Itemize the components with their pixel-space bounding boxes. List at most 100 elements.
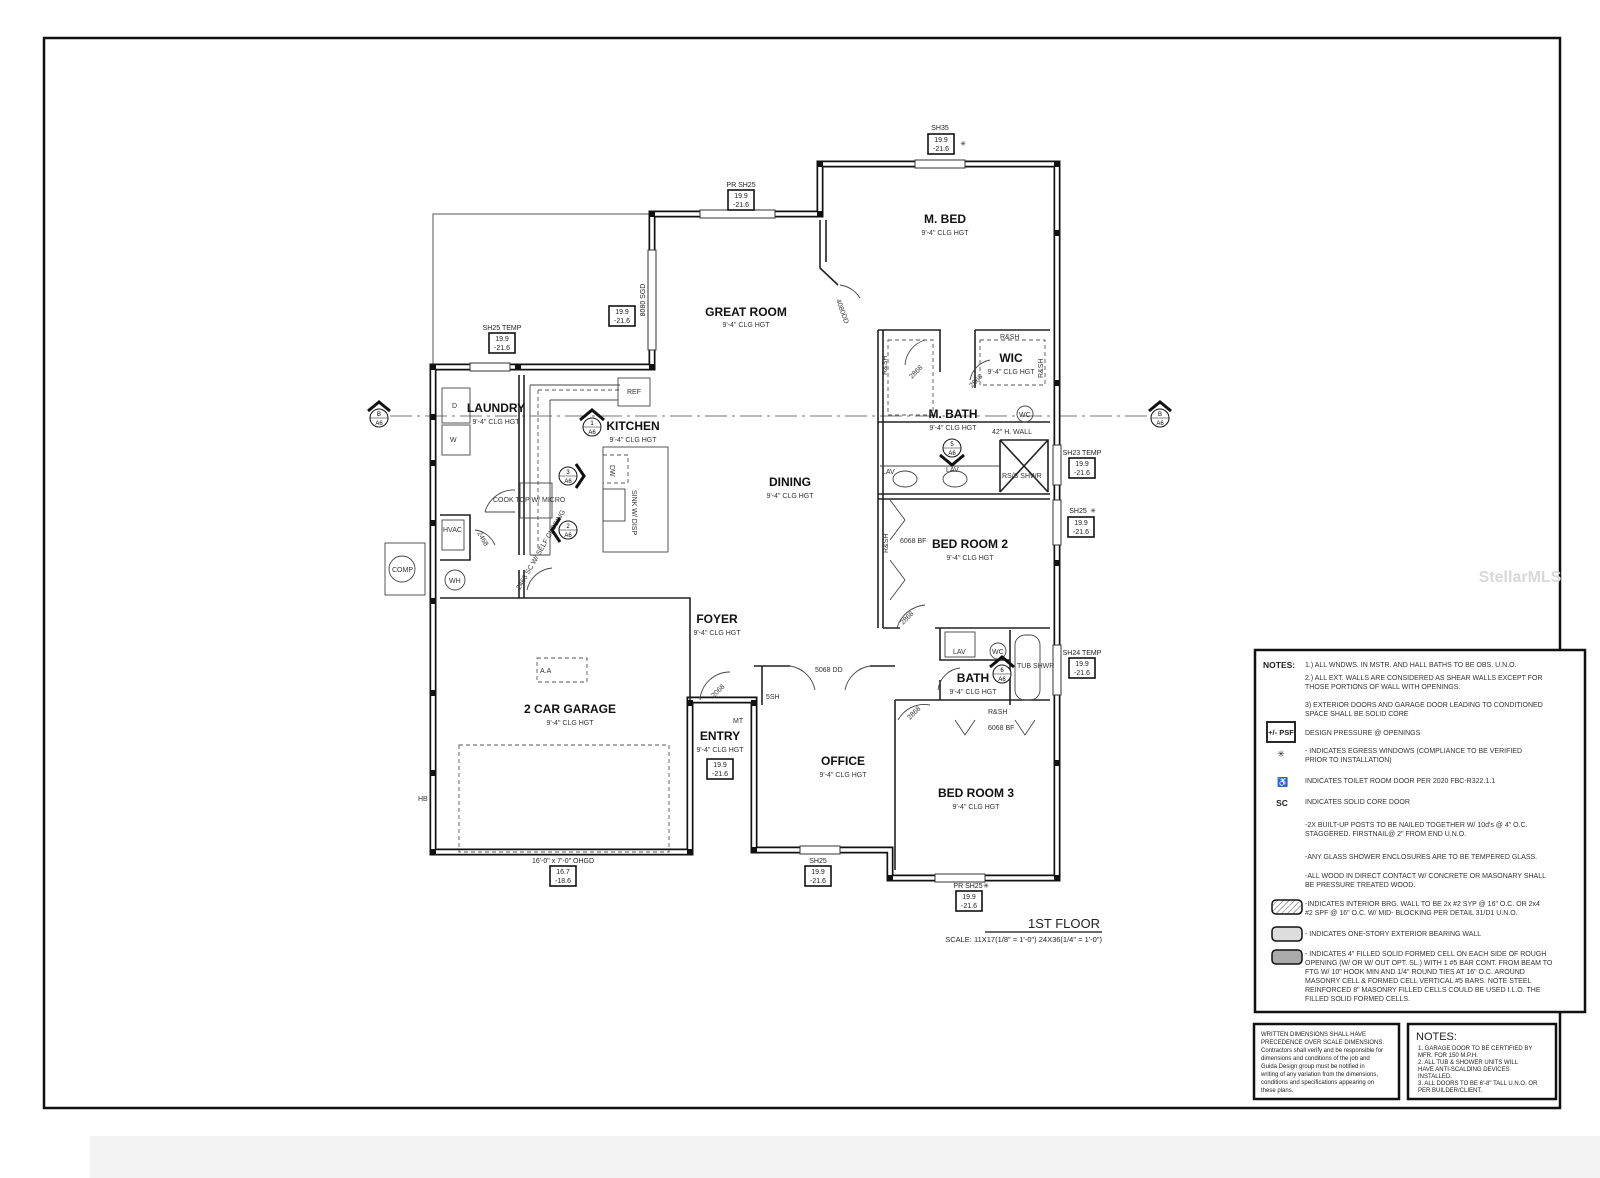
windows-8-pos: 16.7: [556, 869, 570, 876]
sections-0-sheet: A6: [588, 430, 596, 436]
rooms-7-ceiling: 9'-4" CLG HGT: [947, 555, 995, 562]
svg-text:✳: ✳: [960, 140, 966, 148]
notes-items-1: 2.) ALL EXT. WALLS ARE CONSIDERED AS SHE…: [1305, 675, 1543, 682]
room-label-garage: 2 CAR GARAGE: [524, 702, 616, 716]
rooms-6-ceiling: 9'-4" CLG HGT: [988, 369, 1036, 376]
room-label-master-bath: M. BATH: [928, 407, 977, 421]
section-marker-b-right: BA6: [1148, 400, 1172, 428]
notes-legend-9-text-0: - INDICATES 4" FILLED SOLID FORMED CELL …: [1305, 951, 1546, 958]
notes2-items-0: 1. GARAGE DOOR TO BE CERTIFIED BY: [1418, 1046, 1532, 1052]
room-label-foyer: FOYER: [696, 612, 738, 626]
rooms-1-ceiling: 9'-4" CLG HGT: [610, 437, 658, 444]
door-swings: [474, 284, 1036, 736]
dimension_note-6: conditions and specifications appearing …: [1261, 1080, 1374, 1086]
windows-3-label: SH25 TEMP: [483, 325, 522, 332]
section-marker-b-left: BA6: [367, 400, 391, 428]
room-label-kitchen: KITCHEN: [606, 419, 659, 433]
room-label-wic: WIC: [999, 351, 1023, 365]
notes2-heading: NOTES:: [1416, 1031, 1457, 1043]
windows-3-neg: -21.6: [494, 345, 510, 352]
fixtures-rsh: R&SH: [1000, 334, 1019, 341]
windows-0-neg: -21.6: [933, 146, 949, 153]
fixtures-ref: REF: [627, 389, 641, 396]
windows-1-neg: -21.6: [733, 202, 749, 209]
notes2-items-3: HAVE ANTI-SCALDING DEVICES: [1418, 1067, 1510, 1073]
sections-5-sheet: A6: [375, 421, 383, 427]
notes-legend-5-text-0: -ANY GLASS SHOWER ENCLOSURES ARE TO BE T…: [1305, 854, 1537, 861]
notes-legend-0-text-0: DESIGN PRESSURE @ OPENINGS: [1305, 730, 1421, 737]
windows-3-pos: 19.9: [495, 336, 509, 343]
notes-legend-8-text-0: - INDICATES ONE-STORY EXTERIOR BEARING W…: [1305, 931, 1481, 938]
rooms-8-ceiling: 9'-4" CLG HGT: [694, 630, 742, 637]
windows-5-neg: -21.6: [1073, 529, 1089, 536]
fixtures-lav: LAV: [882, 469, 895, 476]
room-label-bedroom-2: BED ROOM 2: [932, 537, 1008, 551]
watermark: StellarMLS: [1479, 569, 1562, 586]
dimension_note-5: writing of any variation from the dimens…: [1260, 1072, 1378, 1078]
dimension_note-0: WRITTEN DIMENSIONS SHALL HAVE: [1261, 1032, 1366, 1038]
notes-legend-6-text-1: BE PRESSURE TREATED WOOD.: [1305, 882, 1415, 889]
fixtures-door2868: 2868: [908, 364, 924, 380]
windows-5-pos: 19.9: [1074, 520, 1088, 527]
notes-legend-1-symbol: ✳: [1277, 749, 1285, 759]
windows-2-label: 8080 SGD: [640, 284, 647, 317]
notes-legend-3-symbol: SC: [1276, 798, 1288, 808]
fixtures-rsh: R&SH: [988, 709, 1007, 716]
fixtures-tub: TUB SHWR: [1017, 663, 1054, 670]
patio-outline: [432, 213, 653, 368]
room-label-dining: DINING: [769, 475, 811, 489]
rooms-5-ceiling: 9'-4" CLG HGT: [930, 425, 978, 432]
fixtures-door2868d: 2868: [906, 705, 922, 721]
windows-9-neg: -21.6: [810, 878, 826, 885]
dimension_note-7: these plans.: [1261, 1088, 1294, 1094]
notes-legend-4-text-0: -2X BUILT-UP POSTS TO BE NAILED TOGETHER…: [1305, 822, 1528, 829]
rooms-2-ceiling: 9'-4" CLG HGT: [473, 419, 521, 426]
windows-8-label: 16'-0" x 7'-0" OHGD: [532, 858, 594, 865]
windows-5-label: SH25: [1069, 508, 1087, 515]
sections-4-sheet: A6: [998, 677, 1006, 683]
sheet-border: [42, 36, 1562, 1110]
notes-heading: NOTES:: [1263, 660, 1295, 670]
room-label-laundry: LAUNDRY: [467, 401, 525, 415]
fixtures-lav: LAV: [953, 649, 966, 656]
notes2-items-5: 3. ALL DOORS TO BE 6'-8" TALL U.N.O. OR: [1418, 1081, 1538, 1087]
fixtures-cooktop: COOK TOP W/ MICRO: [493, 497, 566, 504]
windows-4-neg: -21.6: [1074, 470, 1090, 477]
notes2-items-1: MFR. FOR 150 M.P.H.: [1418, 1053, 1478, 1059]
sections-3-num: 5: [950, 442, 954, 448]
rooms-9-ceiling: 9'-4" CLG HGT: [950, 689, 998, 696]
fixtures-bifold: 6068 BF: [988, 725, 1014, 732]
section-marker-1: 1A6: [579, 408, 605, 437]
windows-0-label: SH35: [931, 125, 949, 132]
scale-text: SCALE: 11X17(1/8" = 1'-0") 24X36(1/4" = …: [945, 935, 1102, 944]
room-labels: GREAT ROOM 9'-4" CLG HGT KITCHEN 9'-4" C…: [467, 212, 1035, 811]
notes2-items-4: INSTALLED.: [1418, 1074, 1452, 1080]
fixtures-wc: WC: [992, 649, 1004, 656]
fixtures-washer: W: [450, 437, 457, 444]
dimension_note-2: Contractors shall verify and be responsi…: [1261, 1048, 1383, 1054]
section-marker-5: 5A6: [939, 438, 965, 467]
section-marker-2: 2A6: [550, 517, 578, 543]
fixtures-dryer: D: [452, 403, 457, 410]
rooms-4-ceiling: 9'-4" CLG HGT: [922, 230, 970, 237]
fixtures-hvac: HVAC: [443, 527, 462, 534]
dimension_note-3: dimensions and conditions of the job and: [1261, 1056, 1370, 1062]
rooms-10-ceiling: 9'-4" CLG HGT: [547, 720, 595, 727]
fixtures-bifold: 6068 BF: [900, 538, 926, 545]
notes-legend-7-text-1: #2 SPF @ 16" O.C. W/ MID- BLOCKING PER D…: [1305, 910, 1518, 917]
notes-legend-9-text-5: FILLED SOLID FORMED CELLS.: [1305, 996, 1410, 1003]
section-markers: 1A6 2A6 3A6 5A6 6A6 BA6 BA6: [367, 400, 1172, 684]
fixtures-dw: DW: [608, 465, 615, 477]
room-label-entry: ENTRY: [700, 729, 740, 743]
windows-7-pos: 19.9: [713, 762, 727, 769]
window-tags: SH35 19.9 -21.6 PR SH25 19.9 -21.6 8080 SG…: [483, 125, 1102, 912]
windows-7-neg: -21.6: [712, 771, 728, 778]
drawing-title: 1ST FLOOR SCALE: 11X17(1/8" = 1'-0") 24X…: [945, 916, 1102, 944]
fixtures-shelf: 5SH: [766, 694, 780, 701]
windows-4-pos: 19.9: [1075, 461, 1089, 468]
structural-posts: [430, 161, 1060, 881]
sections-6-num: B: [1158, 412, 1162, 418]
windows-10-label: PR SH25: [953, 883, 982, 890]
fixtures-sink: SINK W/ DISP: [630, 490, 637, 535]
